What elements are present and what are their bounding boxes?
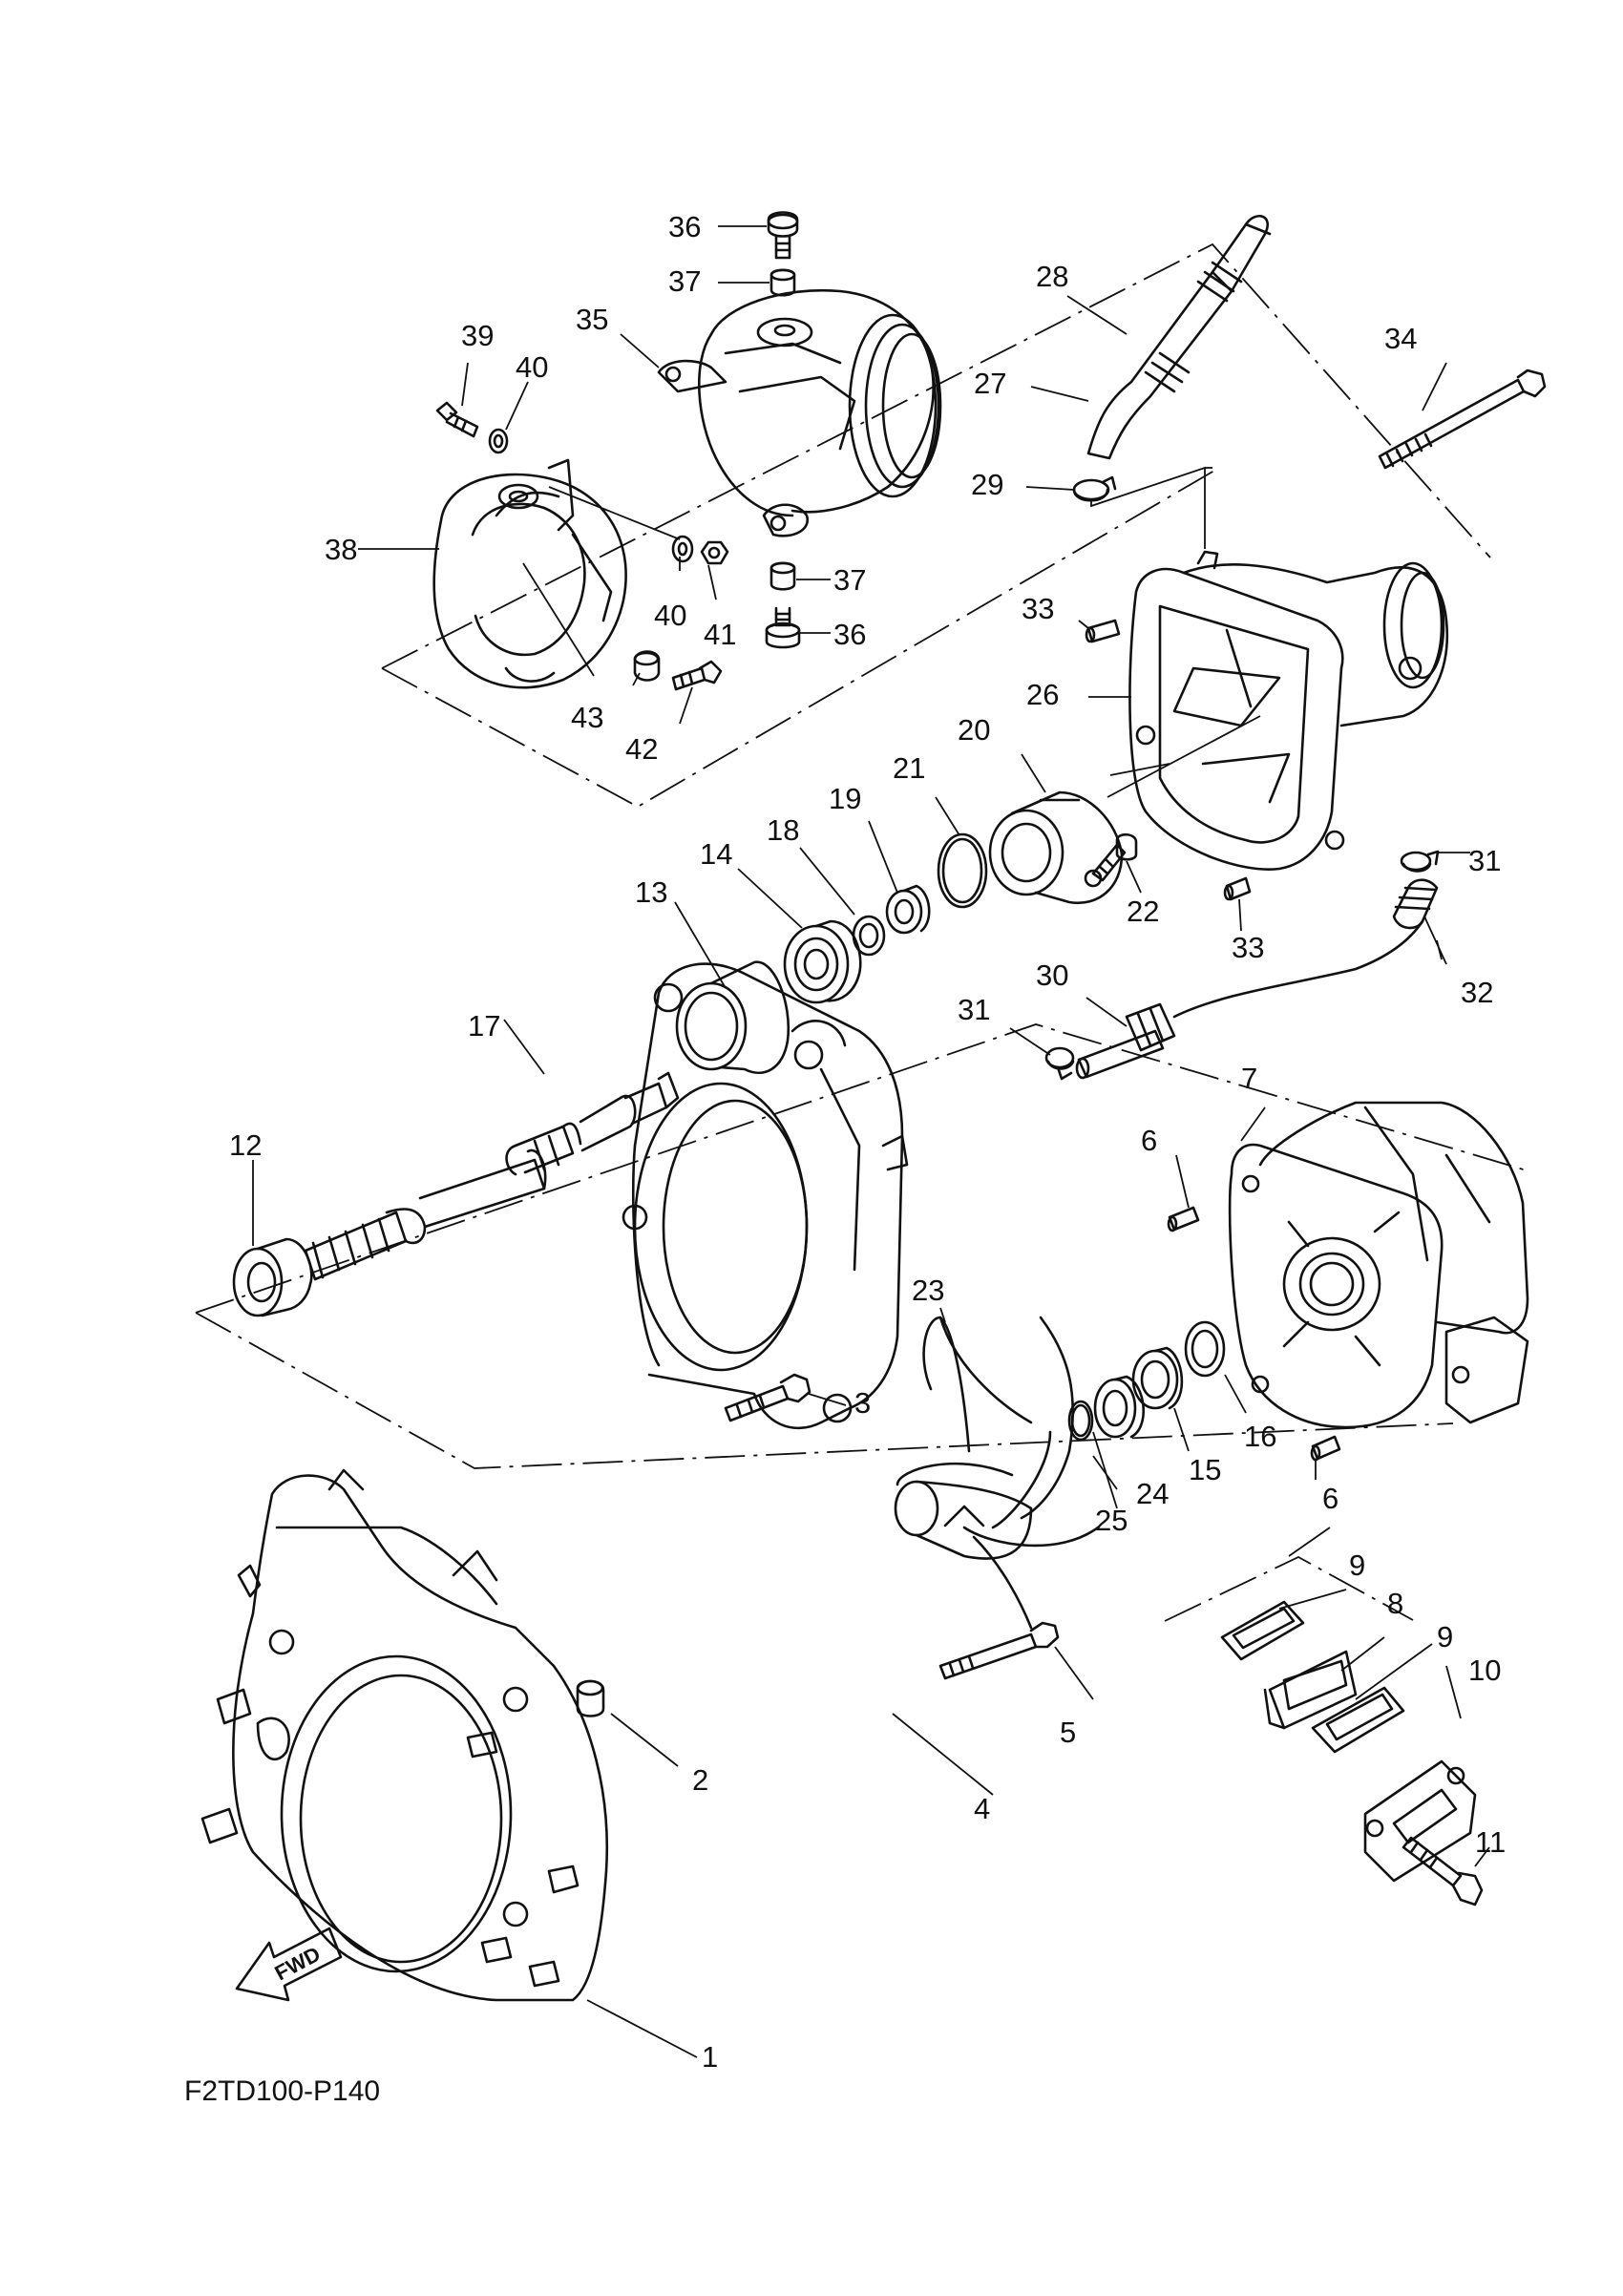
part-6-dowel-lower [1310,1435,1341,1462]
part-26-pump-housing [1128,550,1449,871]
part-label: 23 [912,1274,944,1307]
part-22-bolt [1091,832,1138,882]
part-label: 6 [1141,1124,1157,1157]
part-label: 25 [1095,1504,1128,1537]
part-label: 29 [971,468,1003,501]
part-17-drive-shaft [304,1071,680,1281]
part-34-long-bolt [1378,369,1547,470]
part-3-bolt [724,1373,812,1422]
part-label: 38 [325,533,357,566]
part-32-hose [1392,878,1439,930]
part-41-nut [700,540,729,565]
part-label: 33 [1022,592,1054,625]
part-33-pin-lower [1223,876,1252,901]
part-label: 19 [829,782,861,815]
part-38-clamp-ring [432,458,627,689]
part-label: 41 [704,618,736,651]
part-label: 8 [1387,1587,1403,1620]
part-29-clip [1072,475,1117,502]
part-label: 18 [767,813,799,847]
part-4-duct-housing [622,962,909,1430]
part-13-sleeve [675,960,790,1075]
part-label: 26 [1026,678,1059,711]
part-label: 4 [974,1792,990,1825]
part-label: 14 [700,837,732,871]
part-36-bolt-top [767,211,799,260]
part-label: 6 [1322,1482,1338,1515]
part-label: 22 [1127,895,1159,928]
part-21-o-ring [937,832,988,909]
part-8-10-plate-assembly [1220,1600,1477,1883]
part-label: 17 [468,1009,500,1043]
part-7-impeller-housing [1228,1101,1529,1429]
leader-lines [252,225,1490,2058]
part-14-bearing [783,919,862,1004]
part-label: 21 [893,751,925,785]
part-label: 10 [1468,1654,1501,1687]
part-label: 43 [571,701,603,734]
part-label: 39 [461,319,494,352]
part-31-clip-lower [1044,1046,1075,1081]
part-37-collar-top [769,268,796,297]
part-20-cap [988,790,1124,905]
part-label: 15 [1189,1453,1221,1486]
part-40-washer-lower [671,535,694,563]
part-label: 11 [1475,1825,1506,1859]
part-39-bolt [435,401,479,438]
part-42-bolt [671,660,723,691]
part-label: 24 [1136,1477,1169,1510]
part-label: 34 [1384,322,1417,355]
part-40-washer-top [488,428,509,454]
part-label: 35 [576,303,608,336]
part-5-bolt [938,1621,1060,1680]
part-label: 37 [833,563,866,597]
part-labels: 1 2 3 4 5 6 6 7 8 9 9 10 11 12 13 14 15 … [229,210,1506,2074]
part-37-collar-bottom [769,561,796,591]
part-33-pin-upper [1085,619,1121,643]
part-label: 28 [1036,260,1068,293]
part-label: 20 [958,713,990,747]
part-35-nozzle [657,288,942,537]
part-label: 40 [654,599,686,632]
part-label: 7 [1241,1062,1257,1095]
part-label: 40 [516,350,548,384]
part-36-bolt-bottom [765,606,801,649]
part-18-19-seals [852,884,931,957]
part-label: 32 [1461,976,1493,1009]
diagram-code: F2TD100-P140 [184,2075,380,2107]
part-27-28-hose [1086,215,1272,460]
part-24-15-16-25-rings [1067,1320,1226,1442]
part-label: 3 [854,1386,871,1420]
part-43-collar [633,650,661,682]
part-label: 5 [1060,1716,1076,1749]
part-label: 30 [1036,958,1068,992]
part-31-clip-upper [1400,850,1440,873]
part-label: 37 [668,264,701,298]
part-label: 16 [1244,1420,1276,1453]
part-label: 36 [833,618,866,651]
part-6-dowel-upper [1167,1206,1200,1232]
part-label: 33 [1232,931,1264,964]
part-23-impeller [894,1316,1100,1630]
part-label: 1 [702,2040,718,2074]
part-label: 2 [692,1763,708,1797]
part-label: 13 [635,875,667,909]
part-label: 12 [229,1128,262,1162]
part-label: 9 [1437,1620,1453,1654]
part-11-bolt [1402,1836,1484,1906]
part-label: 27 [974,367,1006,400]
part-label: 31 [958,993,990,1026]
part-label: 31 [1468,844,1501,877]
part-12-bearing [232,1237,313,1317]
part-label: 9 [1349,1548,1365,1582]
part-label: 42 [625,732,658,766]
part-2-collar [576,1679,605,1717]
part-1-mount-plate [200,1468,609,2002]
part-30-fitting [1075,919,1424,1080]
part-label: 36 [668,210,701,243]
